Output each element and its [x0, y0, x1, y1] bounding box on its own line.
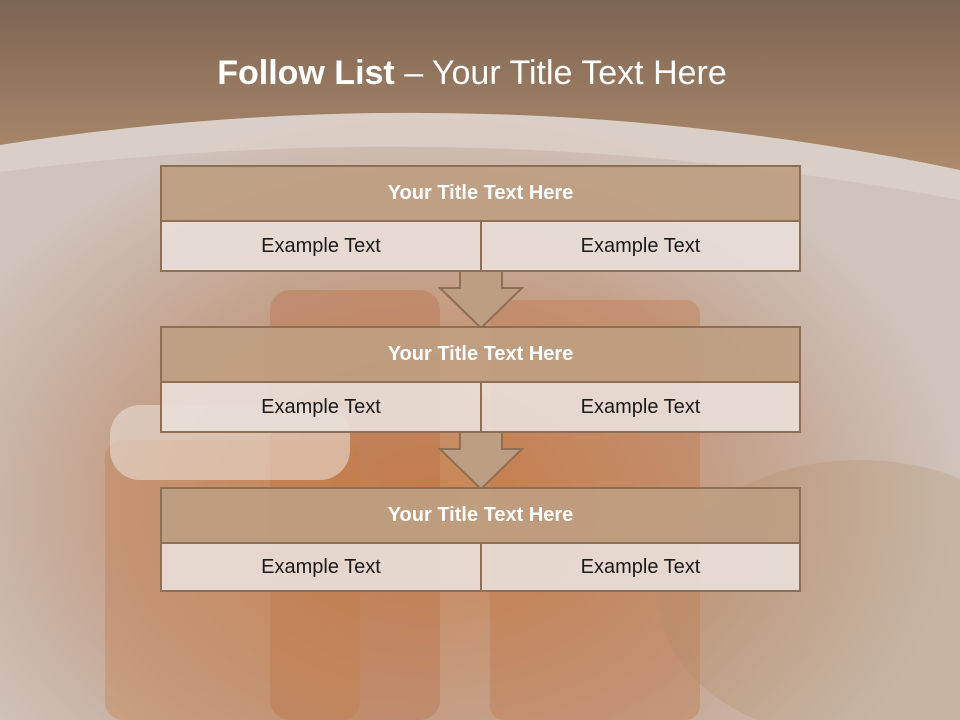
step-title-2: Your Title Text Here — [160, 326, 801, 383]
step-title-1: Your Title Text Here — [160, 165, 801, 222]
down-arrow-icon — [438, 270, 524, 330]
step-3-right-cell: Example Text — [480, 542, 801, 592]
step-1-left-cell: Example Text — [160, 220, 482, 272]
step-2-right-cell: Example Text — [480, 381, 801, 433]
step-3-left-cell: Example Text — [160, 542, 482, 592]
slide-title-rest: – Your Title Text Here — [404, 54, 727, 92]
down-arrow-icon — [438, 431, 524, 491]
slide-title-bold: Follow List — [217, 54, 405, 92]
step-2-left-cell: Example Text — [160, 381, 482, 433]
step-1-right-cell: Example Text — [480, 220, 801, 272]
slide-title: Follow List – Your Title Text Here — [0, 54, 944, 93]
step-title-3: Your Title Text Here — [160, 487, 801, 544]
